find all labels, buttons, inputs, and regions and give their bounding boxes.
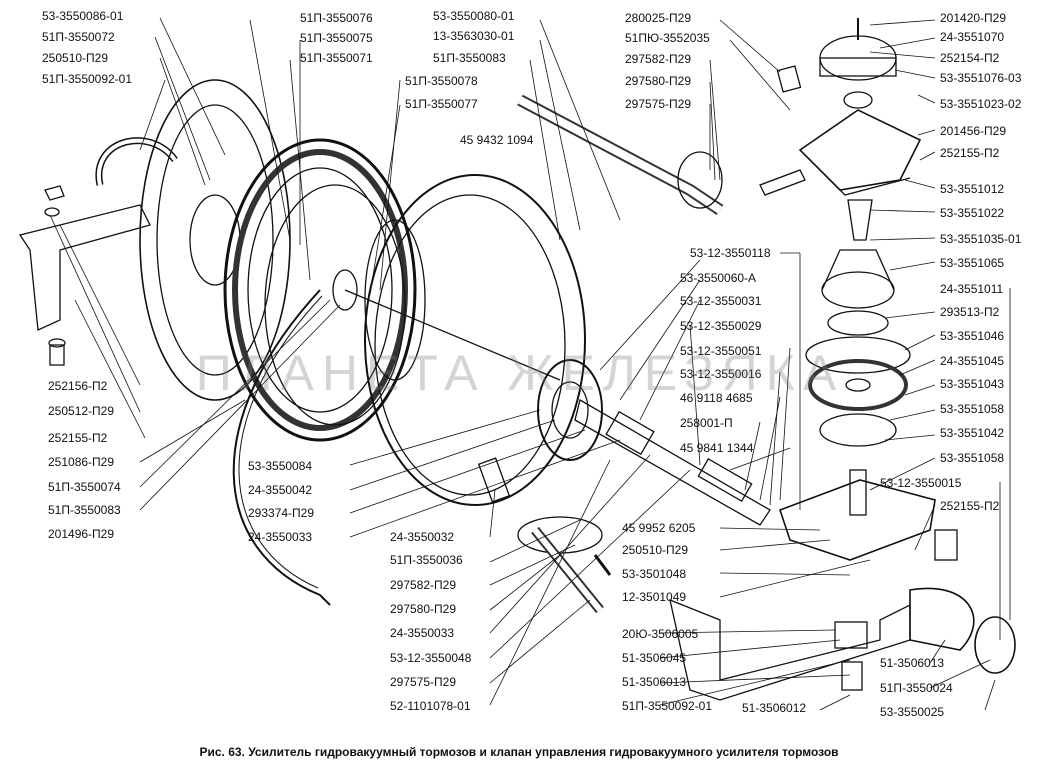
part-label: 250512-П29	[48, 404, 114, 418]
part-label: 51П-3550075	[300, 31, 373, 45]
part-label: 53-3550060-А	[680, 271, 756, 285]
watermark-text: ПЛАНЕТА ЖЕЛЕЗЯКА	[195, 345, 845, 401]
part-label: 201420-П29	[940, 11, 1006, 25]
part-label: 252155-П2	[940, 499, 1000, 513]
part-label: 53-12-3550051	[680, 344, 762, 358]
part-label: 53-3551042	[940, 426, 1004, 440]
part-label: 13-3563030-01	[433, 29, 515, 43]
part-label: 51П-3550072	[42, 30, 115, 44]
part-label: 280025-П29	[625, 11, 691, 25]
part-label: 53-3550084	[248, 459, 312, 473]
part-label: 297580-П29	[625, 74, 691, 88]
part-label: 51П-3550071	[300, 51, 373, 65]
part-label: 250510-П29	[622, 543, 688, 557]
part-label: 20Ю-3506005	[622, 627, 699, 641]
part-label: 53-12-3550031	[680, 294, 762, 308]
part-label: 52-1101078-01	[390, 699, 471, 713]
front-cover	[364, 174, 586, 506]
part-label: 45 9432 1094	[460, 133, 534, 147]
part-number-labels: 53-3550086-01 51П-3550072 250510-П29 51П-35…	[42, 9, 1022, 719]
part-label: 45 9841 1344	[680, 441, 754, 455]
part-label: 51П-3550024	[880, 681, 953, 695]
part-label: 297582-П29	[390, 578, 456, 592]
part-label: 53-12-3550048	[390, 651, 472, 665]
part-label: 53-12-3550016	[680, 367, 762, 381]
part-label: 24-3551070	[940, 30, 1004, 44]
part-label: 45 9952 6205	[622, 521, 696, 535]
part-label: 53-3501048	[622, 567, 686, 581]
part-label: 51П-3550074	[48, 480, 121, 494]
part-label: 53-3551023-02	[940, 97, 1022, 111]
part-label: 51П-3550083	[433, 51, 506, 65]
hose-clamp	[677, 151, 723, 209]
part-label: 24-3551011	[940, 282, 1003, 296]
part-label: 46 9118 4685	[680, 391, 753, 405]
figure-caption: Рис. 63. Усилитель гидровакуумный тормоз…	[199, 745, 839, 759]
part-label: 250510-П29	[42, 51, 108, 65]
part-label: 51-3506012	[742, 701, 806, 715]
part-label: 51П-3550092-01	[622, 699, 712, 713]
part-label: 53-3551058	[940, 402, 1004, 416]
part-label: 53-3551035-01	[940, 232, 1022, 246]
part-label: 251086-П29	[48, 455, 114, 469]
piston-plate	[264, 184, 561, 426]
part-label: 51-3506045	[622, 651, 686, 665]
part-label: 51ПЮ-3552035	[625, 31, 710, 45]
part-label: 53-12-3550029	[680, 319, 762, 333]
control-valve-assembly	[759, 18, 936, 561]
lower-bracket-right	[669, 529, 1016, 701]
mounting-bracket-left	[18, 204, 151, 331]
small-parts-lower	[477, 457, 612, 614]
part-label: 53-3551065	[940, 256, 1004, 270]
part-label: 53-3551022	[940, 206, 1004, 220]
part-label: 51П-3550077	[405, 97, 478, 111]
part-label: 297575-П29	[625, 97, 691, 111]
part-label: 252155-П2	[48, 431, 108, 445]
part-label: 53-3550086-01	[42, 9, 124, 23]
part-label: 24-3550033	[248, 530, 312, 544]
part-label: 53-3551012	[940, 182, 1004, 196]
part-label: 258001-П	[680, 416, 733, 430]
part-label: 297582-П29	[625, 52, 691, 66]
part-label: 51П-3550078	[405, 74, 478, 88]
brake-pipe	[232, 289, 331, 606]
hydraulic-cylinder	[537, 359, 771, 526]
part-label: 293374-П29	[248, 506, 314, 520]
part-label: 24-3550032	[390, 530, 454, 544]
part-label: 201456-П29	[940, 124, 1006, 138]
part-label: 293513-П2	[940, 305, 1000, 319]
part-label: 53-3551046	[940, 329, 1004, 343]
part-label: 53-3550080-01	[433, 9, 515, 23]
part-label: 53-12-3550118	[690, 246, 771, 260]
part-label: 24-3550042	[248, 483, 312, 497]
part-label: 51П-3550076	[300, 11, 373, 25]
bolt-nut-stack-left	[44, 185, 66, 366]
part-label: 53-3551076-03	[940, 71, 1022, 85]
part-label: 24-3551045	[940, 354, 1004, 368]
part-label: 297575-П29	[390, 675, 456, 689]
part-label: 51-3506013	[622, 675, 686, 689]
part-label: 201496-П29	[48, 527, 114, 541]
part-label: 51-3506013	[880, 656, 944, 670]
part-label: 51П-3550083	[48, 503, 121, 517]
part-label: 53-3550025	[880, 705, 944, 719]
part-label: 12-3501049	[622, 590, 686, 604]
part-label: 252155-П2	[940, 146, 1000, 160]
part-label: 53-3551058	[940, 451, 1004, 465]
part-label: 252154-П2	[940, 51, 1000, 65]
part-label: 24-3550033	[390, 626, 454, 640]
part-label: 53-3551043	[940, 377, 1004, 391]
part-label: 297580-П29	[390, 602, 456, 616]
part-label: 51П-3550092-01	[42, 72, 132, 86]
part-label: 51П-3550036	[390, 553, 463, 567]
part-label: 53-12-3550015	[880, 476, 962, 490]
part-label: 252156-П2	[48, 379, 108, 393]
